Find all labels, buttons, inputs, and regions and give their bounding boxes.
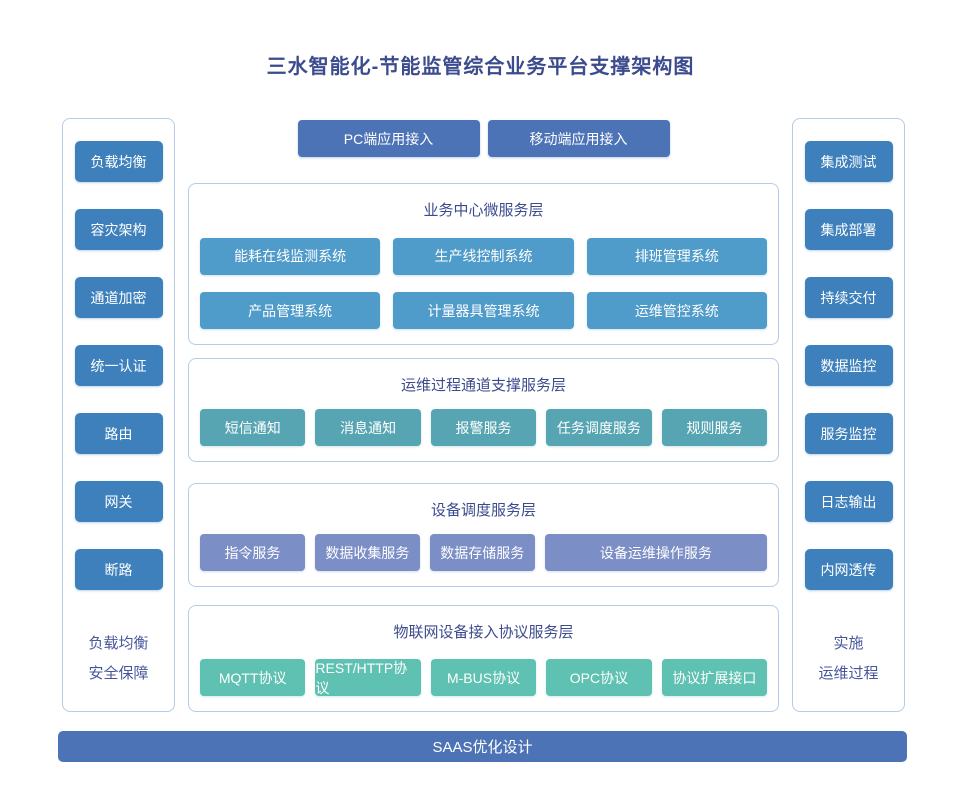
page-title: 三水智能化-节能监管综合业务平台支撑架构图 (266, 56, 695, 78)
section-device-scheduling: 设备调度服务层 指令服务 数据收集服务 数据存储服务 设备运维操作服务 (188, 483, 779, 587)
right-panel-item-service-monitoring: 服务监控 (804, 413, 893, 454)
section-title: 运维过程通道支撑服务层 (400, 377, 566, 394)
left-panel: 负载均衡 容灾架构 通道加密 统一认证 路由 网关 断路 负载均衡 安全保障 (62, 118, 175, 712)
business-row-2: 产品管理系统 计量器具管理系统 运维管控系统 (200, 292, 767, 329)
service-box-protocol-ext: 协议扩展接口 (661, 659, 768, 696)
right-panel-item-integration-test: 集成测试 (804, 141, 893, 182)
left-panel-item-gateway: 网关 (74, 481, 163, 522)
service-box-data-storage: 数据存储服务 (429, 534, 535, 571)
left-panel-item-load-balance: 负载均衡 (74, 141, 163, 182)
left-panel-item-disaster-recovery: 容灾架构 (74, 209, 163, 250)
service-box-energy-monitoring: 能耗在线监测系统 (200, 237, 381, 275)
right-panel-item-data-monitoring: 数据监控 (804, 345, 893, 386)
service-box-mbus: M-BUS协议 (430, 659, 537, 696)
service-box-rest-http: REST/HTTP协议 (315, 659, 421, 696)
channel-row: 短信通知 消息通知 报警服务 任务调度服务 规则服务 (200, 409, 768, 446)
center-column: PC端应用接入 移动端应用接入 业务中心微服务层 能耗在线监测系统 生产线控制系… (188, 118, 779, 712)
section-iot-protocol: 物联网设备接入协议服务层 MQTT协议 REST/HTTP协议 M-BUS协议 … (188, 605, 779, 712)
left-panel-caption: 负载均衡 安全保障 (88, 629, 148, 689)
section-ops-channel-support: 运维过程通道支撑服务层 短信通知 消息通知 报警服务 任务调度服务 规则服务 (188, 358, 779, 462)
left-panel-caption-line2: 安全保障 (88, 665, 149, 682)
right-panel: 集成测试 集成部署 持续交付 数据监控 服务监控 日志输出 内网透传 实施 运维… (792, 118, 905, 712)
right-panel-item-integration-deploy: 集成部署 (804, 209, 893, 250)
service-box-rule-service: 规则服务 (661, 409, 768, 446)
saas-footer-bar: SAAS优化设计 (58, 731, 907, 762)
service-box-production-line: 生产线控制系统 (393, 237, 574, 275)
service-box-sms-notify: 短信通知 (200, 409, 306, 446)
business-row-1: 能耗在线监测系统 生产线控制系统 排班管理系统 (200, 237, 767, 275)
section-business-microservices: 业务中心微服务层 能耗在线监测系统 生产线控制系统 排班管理系统 产品管理系统 … (188, 183, 779, 345)
service-box-data-collection: 数据收集服务 (314, 534, 420, 571)
left-panel-item-circuit-break: 断路 (74, 549, 163, 590)
pc-access-button: PC端应用接入 (297, 120, 480, 157)
left-panel-caption-line1: 负载均衡 (88, 635, 149, 652)
service-box-task-scheduling: 任务调度服务 (546, 409, 652, 446)
diagram-layout: 负载均衡 容灾架构 通道加密 统一认证 路由 网关 断路 负载均衡 安全保障 P… (62, 118, 905, 712)
device-row: 指令服务 数据收集服务 数据存储服务 设备运维操作服务 (200, 534, 768, 571)
access-row: PC端应用接入 移动端应用接入 (188, 120, 779, 157)
left-panel-item-routing: 路由 (74, 413, 163, 454)
service-box-metering-instrument: 计量器具管理系统 (393, 292, 574, 329)
service-box-mqtt: MQTT协议 (200, 659, 306, 696)
right-panel-item-continuous-delivery: 持续交付 (804, 277, 893, 318)
service-box-opc: OPC协议 (546, 659, 652, 696)
mobile-access-button: 移动端应用接入 (487, 120, 670, 157)
left-panel-item-channel-encryption: 通道加密 (74, 277, 163, 318)
service-box-device-ops: 设备运维操作服务 (544, 534, 768, 571)
section-title: 物联网设备接入协议服务层 (393, 624, 574, 641)
service-box-message-notify: 消息通知 (315, 409, 421, 446)
service-box-product-management: 产品管理系统 (200, 292, 381, 329)
right-panel-item-log-output: 日志输出 (804, 481, 893, 522)
right-panel-caption-line2: 运维过程 (818, 665, 879, 682)
service-box-command-service: 指令服务 (200, 534, 305, 571)
left-panel-item-unified-auth: 统一认证 (74, 345, 163, 386)
right-panel-item-intranet-passthrough: 内网透传 (804, 549, 893, 590)
right-panel-caption-line1: 实施 (833, 635, 864, 652)
section-title: 业务中心微服务层 (423, 202, 544, 219)
protocol-row: MQTT协议 REST/HTTP协议 M-BUS协议 OPC协议 协议扩展接口 (200, 659, 768, 696)
service-box-shift-management: 排班管理系统 (586, 237, 767, 275)
right-panel-caption: 实施 运维过程 (818, 629, 878, 689)
service-box-ops-control: 运维管控系统 (586, 292, 767, 329)
service-box-alarm-service: 报警服务 (430, 409, 537, 446)
section-title: 设备调度服务层 (430, 502, 536, 519)
